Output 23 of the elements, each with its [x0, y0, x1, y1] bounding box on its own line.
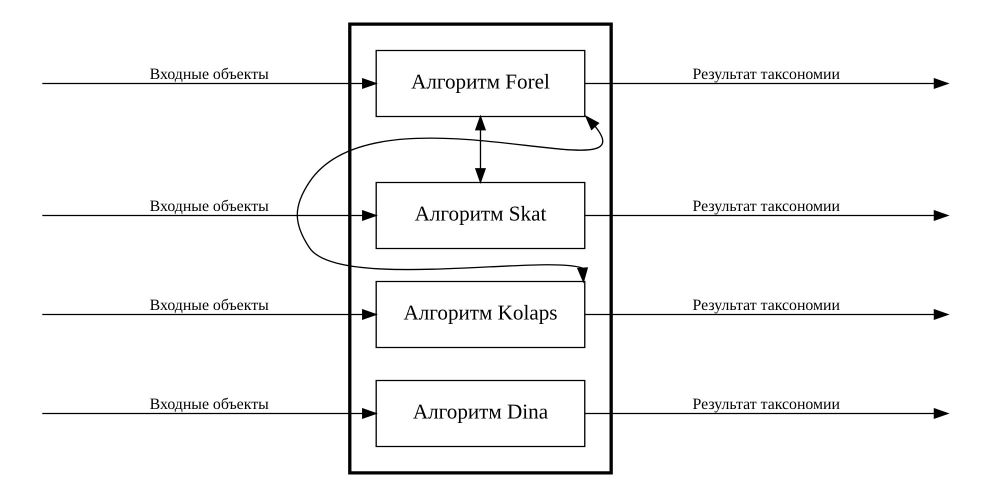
- arrow: [42, 408, 378, 420]
- edge-label: Входные объекты: [149, 66, 268, 84]
- arrow: [42, 210, 378, 222]
- arrow: [474, 114, 486, 184]
- node-box: Алгоритм Skat: [375, 182, 585, 250]
- arrow: [42, 78, 378, 90]
- arrow: [584, 78, 950, 90]
- arrow: [42, 308, 378, 320]
- arrow: [296, 115, 602, 284]
- cluster: [348, 22, 612, 475]
- edge-label: Входные объекты: [149, 297, 268, 314]
- node-box: Алгоритм Kolaps: [375, 280, 585, 348]
- edge-label: Результат таксономии: [692, 297, 840, 314]
- edge-label: Входные объекты: [149, 198, 268, 216]
- edge-label: Результат таксономии: [692, 396, 840, 414]
- arrow: [584, 408, 950, 420]
- edge-label: Результат таксономии: [692, 198, 840, 216]
- arrow: [584, 210, 950, 222]
- edge-label: Входные объекты: [149, 396, 268, 414]
- edge-label: Результат таксономии: [692, 66, 840, 84]
- arrow: [584, 308, 950, 320]
- node-box: Алгоритм Forel: [375, 50, 585, 118]
- node-box: Алгоритм Dina: [375, 380, 585, 448]
